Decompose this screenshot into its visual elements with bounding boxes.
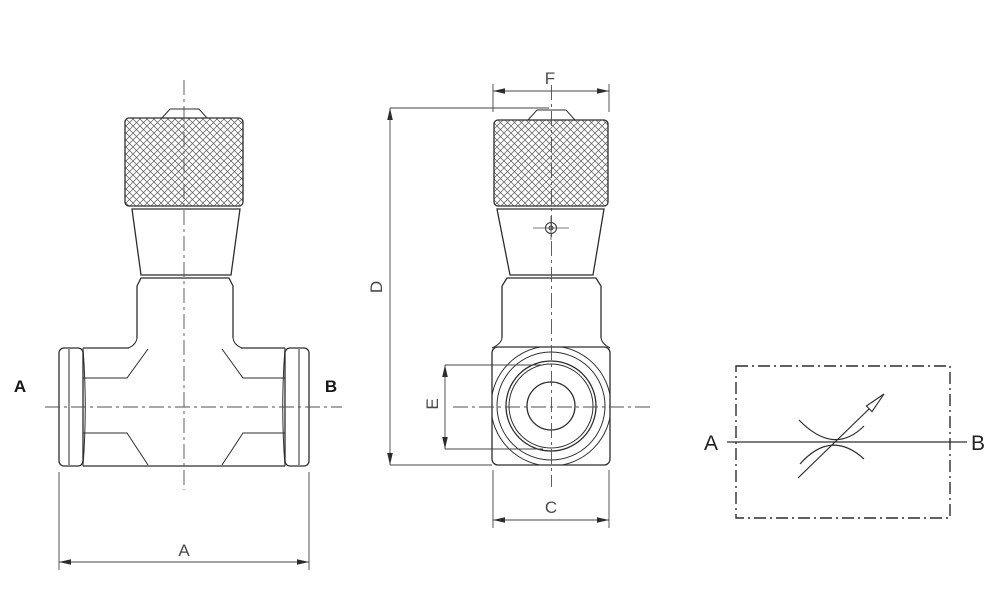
square-body (491, 346, 611, 466)
side-view: F D E C (367, 69, 650, 528)
threaded-stem-side (501, 277, 602, 338)
symbol-port-label-b: B (971, 432, 985, 455)
throttle-arc-upper (798, 419, 865, 441)
dim-label-e: E (423, 398, 442, 409)
threaded-stem (136, 277, 234, 338)
dimension-knob-width-f: F (492, 69, 610, 112)
port-label-a: A (14, 377, 26, 396)
dim-arrow-right (297, 559, 309, 565)
dimension-width-a: A (58, 472, 310, 570)
stem-fillets-side (491, 337, 611, 349)
symbol-port-label-a: A (704, 432, 718, 455)
knob-cap (160, 108, 209, 119)
dimension-height-d: D (367, 107, 549, 466)
throttle-arc-lower (799, 444, 865, 465)
dimension-body-width-c: C (492, 470, 610, 528)
dim-label-c: C (545, 498, 557, 517)
dim-label-f: F (545, 69, 555, 88)
stem-fillets (127, 337, 243, 349)
port-label-b: B (325, 377, 337, 396)
knurled-knob-side (493, 119, 609, 207)
dim-arrow-left (59, 559, 71, 565)
front-view: A B A (14, 80, 342, 570)
adjustment-arrow-shaft (797, 408, 870, 479)
dimension-port-e: E (423, 364, 543, 450)
dim-label-a: A (178, 541, 190, 560)
port-circles (496, 351, 606, 461)
valve-neck (131, 208, 241, 276)
hydraulic-symbol: A B (704, 365, 985, 519)
valve-neck-side (496, 208, 605, 276)
set-screw-hole (533, 216, 569, 240)
dim-label-d: D (367, 281, 386, 293)
body-hex-flats (83, 348, 285, 466)
adjustment-arrow-head (865, 393, 885, 413)
